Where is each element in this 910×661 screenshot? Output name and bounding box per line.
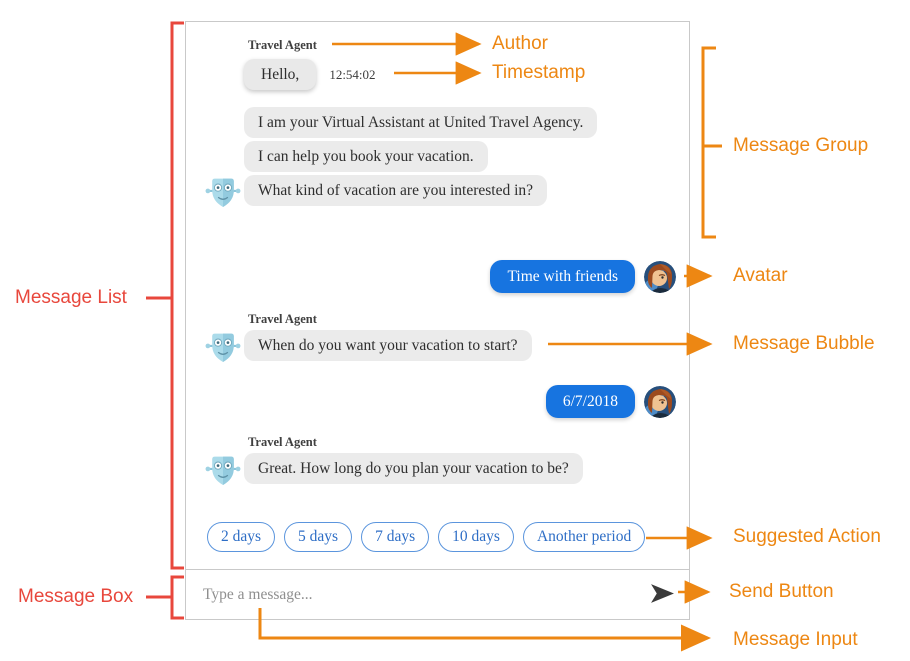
send-button[interactable] (649, 583, 675, 607)
message-list: Travel Agent Hello, 12:54:02 I am your V… (186, 22, 689, 569)
message-bubble: When do you want your vacation to start? (244, 330, 532, 361)
message-bubble: Hello, (244, 59, 317, 90)
suggested-action-2-days[interactable]: 2 days (207, 522, 276, 552)
message-timestamp: 12:54:02 (329, 66, 376, 82)
message-author: Travel Agent (248, 38, 317, 52)
suggested-action-10-days[interactable]: 10 days (438, 522, 514, 552)
chat-window: Travel Agent Hello, 12:54:02 I am your V… (185, 21, 690, 620)
suggested-action-5-days[interactable]: 5 days (284, 522, 353, 552)
message-author: Travel Agent (248, 435, 317, 449)
message-bubble: What kind of vacation are you interested… (244, 175, 548, 206)
user-avatar-icon (644, 260, 676, 293)
user-message-row: Time with friends (490, 260, 676, 293)
annotation-message-input: Message Input (733, 629, 858, 650)
annotation-message-box: Message Box (18, 586, 134, 607)
suggested-action-7-days[interactable]: 7 days (361, 522, 430, 552)
message-box (186, 569, 689, 619)
message-bubble: Great. How long do you plan your vacatio… (244, 453, 583, 484)
annotation-message-group: Message Group (733, 135, 869, 156)
message-input[interactable] (201, 584, 649, 605)
message-group-1: Travel Agent Hello, 12:54:02 I am your V… (205, 38, 598, 209)
message-bubble: I am your Virtual Assistant at United Tr… (244, 107, 598, 138)
robot-avatar-icon (205, 453, 241, 489)
message-row: Hello, 12:54:02 (244, 59, 597, 90)
annotation-send-button: Send Button (729, 581, 834, 602)
suggested-actions: 2 days 5 days 7 days 10 days Another per… (207, 522, 646, 552)
message-author: Travel Agent (248, 312, 317, 326)
message-bubble: I can help you book your vacation. (244, 141, 488, 172)
user-message-bubble: 6/7/2018 (545, 385, 635, 418)
message-group-3: Travel Agent Great. How long do you plan… (205, 435, 583, 487)
user-message-bubble: Time with friends (490, 260, 635, 293)
send-icon (650, 583, 675, 607)
annotation-avatar: Avatar (733, 265, 788, 286)
user-message-row: 6/7/2018 (545, 385, 676, 418)
annotation-message-bubble: Message Bubble (733, 333, 875, 354)
message-group-2: Travel Agent When do you want your vacat… (205, 312, 532, 364)
suggested-action-another-period[interactable]: Another period (522, 522, 646, 552)
user-avatar-icon (644, 385, 676, 418)
annotation-suggested-action: Suggested Action (733, 526, 881, 547)
annotation-message-list: Message List (15, 287, 127, 308)
annotation-author: Author (492, 33, 548, 54)
annotation-timestamp: Timestamp (492, 62, 586, 83)
robot-avatar-icon (205, 175, 241, 211)
robot-avatar-icon (205, 330, 241, 366)
